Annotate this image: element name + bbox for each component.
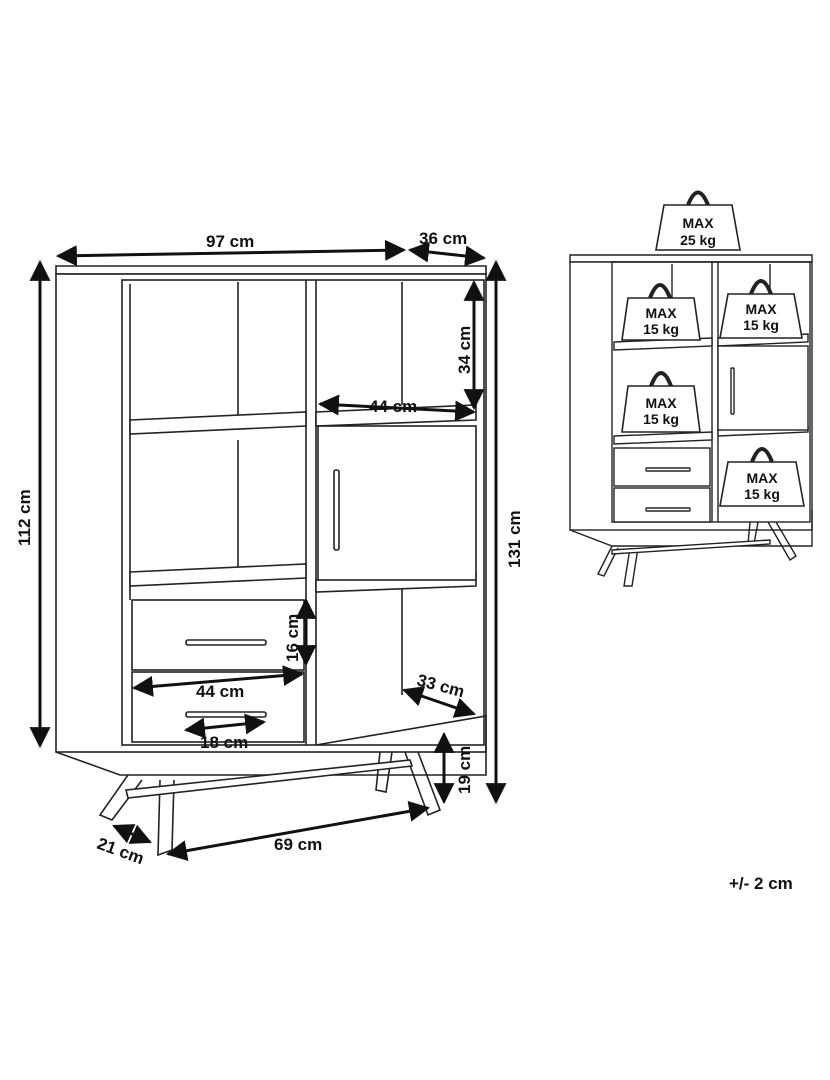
weight-bottom-right-value: 15 kg [744,486,780,502]
weight-top: MAX 25 kg [655,190,741,251]
dim-compartment-height-label: 34 cm [455,326,474,374]
cabinet-main [55,265,487,857]
dim-leg-depth-label: 21 cm [95,834,147,868]
dim-width-label: 97 cm [206,232,254,251]
dim-door-width-label: 44 cm [369,397,417,416]
dim-drawer-width-label: 44 cm [196,682,244,701]
dim-body-height-label: 112 cm [15,489,34,546]
weight-top-right-label: MAX [745,301,777,317]
dim-handle-width-label: 18 cm [200,733,248,752]
dim-leg-span-label: 69 cm [274,835,322,854]
weight-top-value: 25 kg [680,232,716,248]
weight-middle-left-shelf: MAX 15 kg [621,371,701,433]
dim-depth-label: 36 cm [419,229,467,248]
weight-middle-left-label: MAX [645,395,677,411]
tolerance-note: +/- 2 cm [729,874,793,893]
weight-middle-left-value: 15 kg [643,411,679,427]
weight-bottom-right-label: MAX [746,470,778,486]
weight-top-right-value: 15 kg [743,317,779,333]
weight-top-left-label: MAX [645,305,677,321]
weight-top-left-value: 15 kg [643,321,679,337]
dimension-lines [29,239,507,862]
weight-top-left-shelf: MAX 15 kg [621,283,701,341]
weight-top-label: MAX [682,215,714,231]
dim-leg-height-label: 19 cm [455,746,474,794]
weight-bottom-right-shelf: MAX 15 kg [719,447,805,507]
weight-top-right-shelf: MAX 15 kg [719,279,803,339]
dim-drawer-height-label: 16 cm [283,614,302,662]
dim-total-height-label: 131 cm [505,510,524,568]
